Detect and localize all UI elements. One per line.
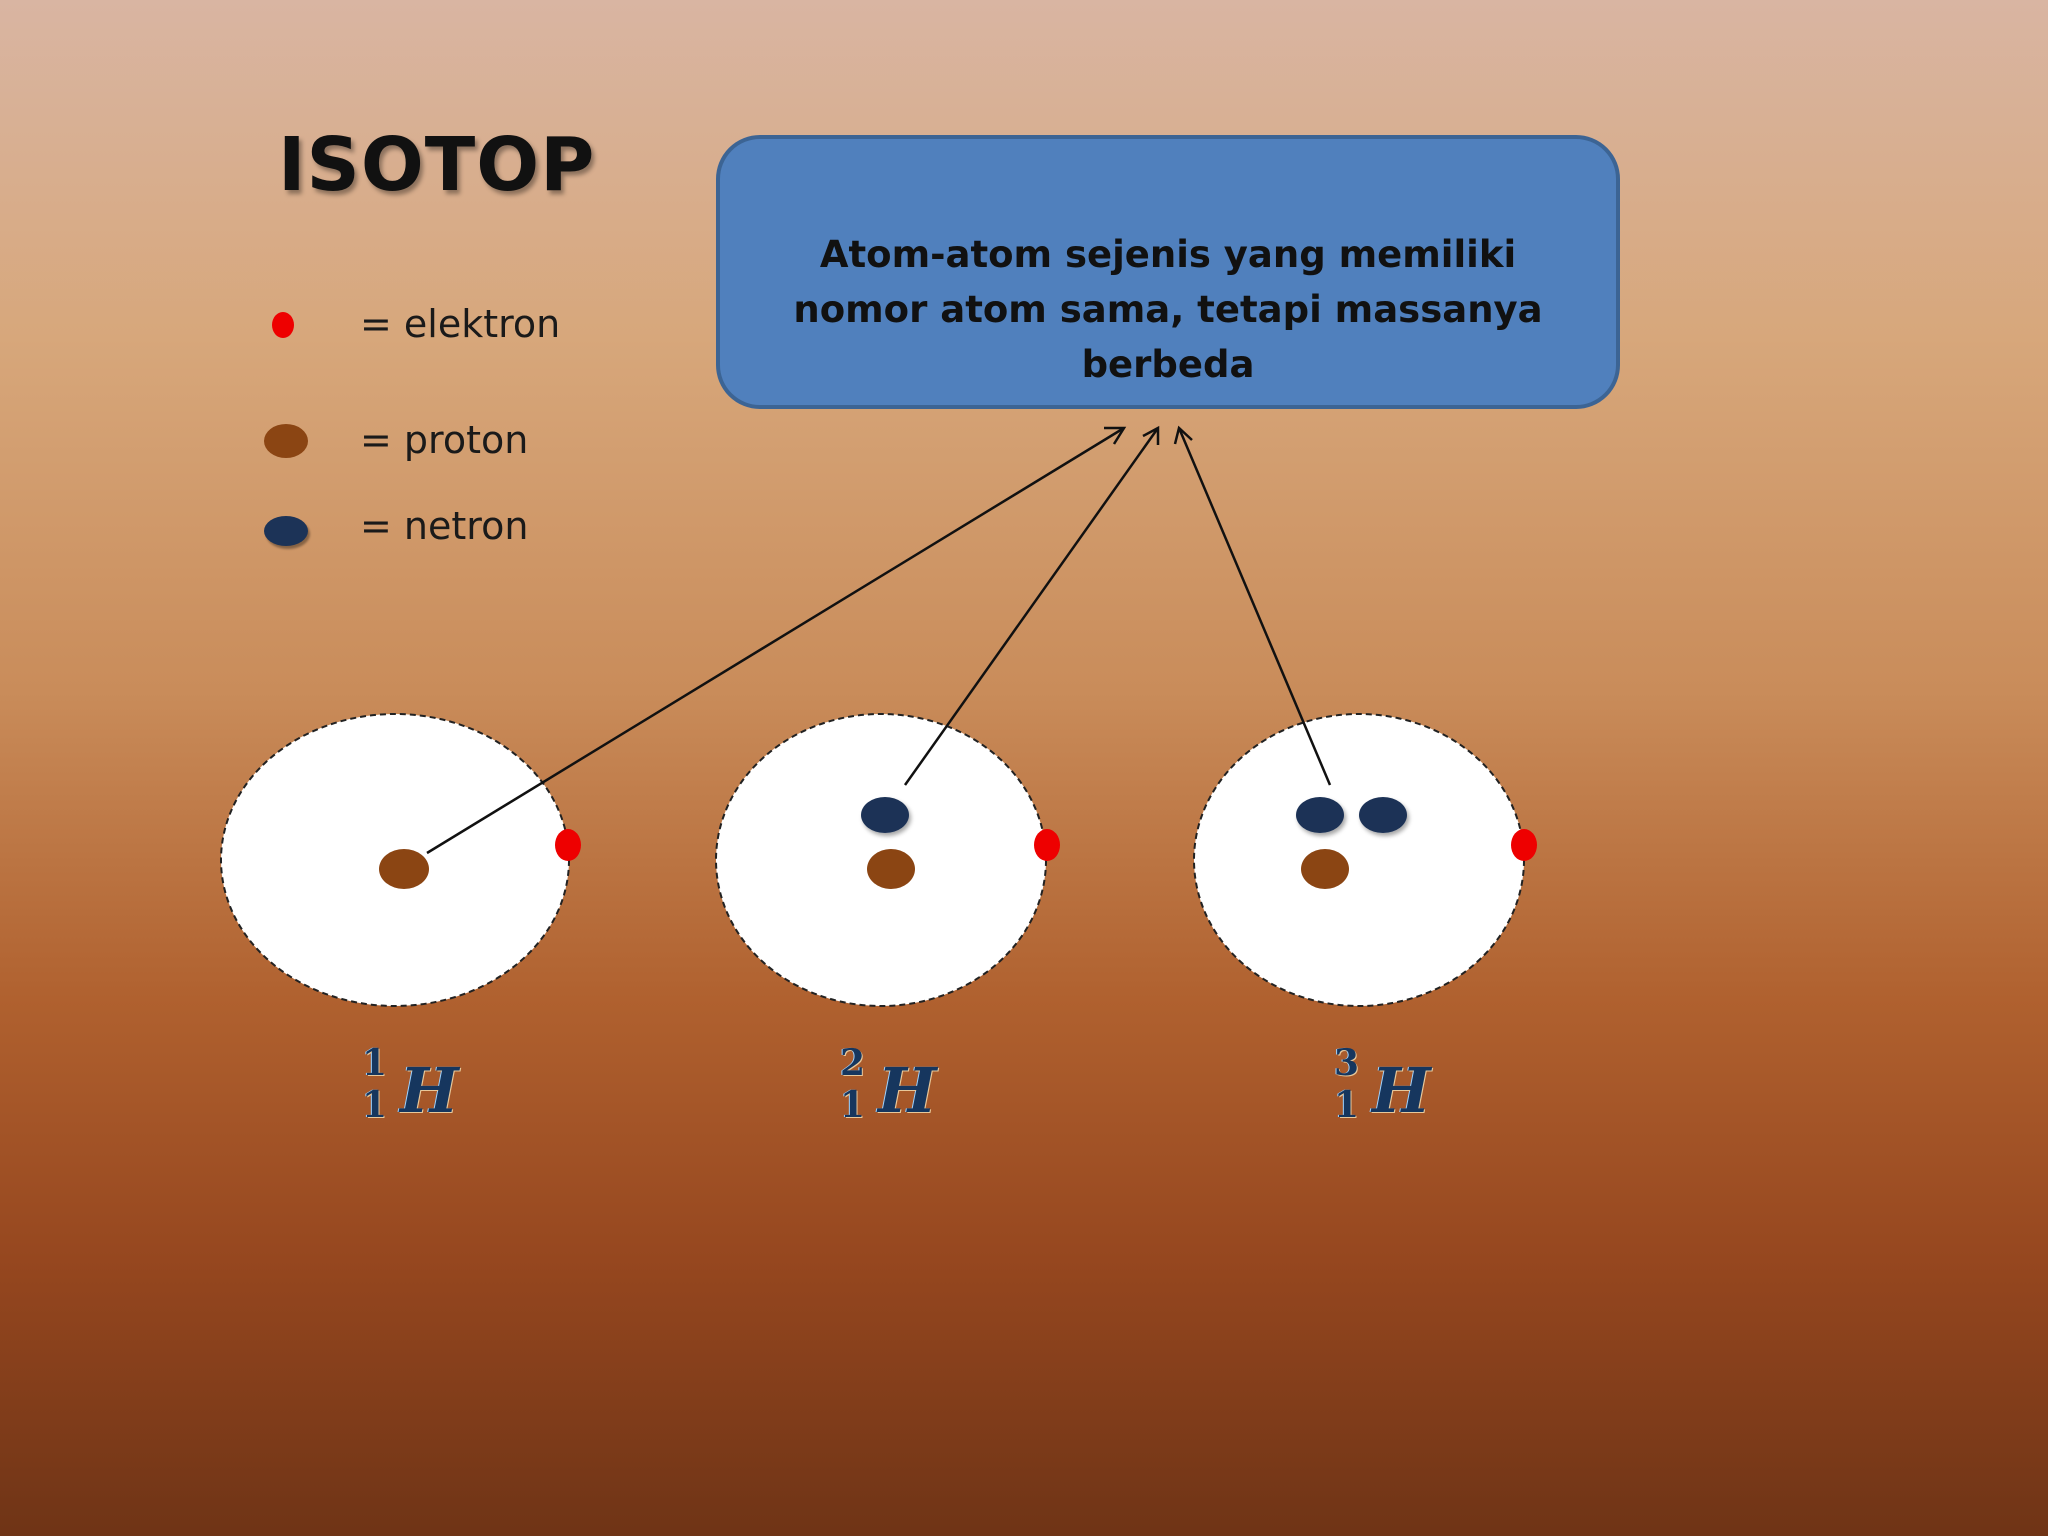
electron (1034, 829, 1060, 861)
atomic-number: 1 (1334, 1084, 1360, 1126)
notation-protium: 1 1 H (362, 1042, 472, 1142)
mass-number: 3 (1334, 1042, 1360, 1084)
atom-tritium (1193, 713, 1537, 1007)
mass-number: 1 (362, 1042, 388, 1084)
neutron (1359, 797, 1407, 833)
arrow-3 (1173, 425, 1332, 786)
electron (555, 829, 581, 861)
proton (379, 849, 429, 889)
definition-text: Atom-atom sejenis yang memiliki nomor at… (793, 233, 1543, 386)
atom-protium (220, 713, 581, 1007)
notation-deuterium: 2 1 H (840, 1042, 950, 1142)
neutron (1296, 797, 1344, 833)
proton-icon (264, 424, 308, 458)
electron-shell (1193, 713, 1525, 1007)
element-symbol: H (1372, 1054, 1431, 1127)
definition-box: Atom-atom sejenis yang memiliki nomor at… (716, 135, 1620, 409)
slide-title: ISOTOP (278, 122, 596, 208)
arrows (426, 425, 1332, 855)
atomic-number: 1 (362, 1084, 388, 1126)
legend-proton: = proton (264, 418, 528, 462)
proton (867, 849, 915, 889)
neutron (861, 797, 909, 833)
mass-number: 2 (840, 1042, 866, 1084)
legend-electron-label: = elektron (360, 302, 561, 346)
atomic-number: 1 (840, 1084, 866, 1126)
legend-neutron: = netron (264, 504, 528, 548)
electron (1511, 829, 1537, 861)
legend-neutron-label: = netron (360, 504, 529, 548)
electron-icon (272, 312, 294, 338)
arrow-2 (903, 425, 1160, 786)
atom-deuterium (715, 713, 1060, 1007)
proton (1301, 849, 1349, 889)
element-symbol: H (400, 1054, 459, 1127)
legend-electron: = elektron (272, 302, 560, 346)
arrow-1 (426, 426, 1127, 855)
legend-proton-label: = proton (360, 418, 529, 462)
neutron-icon (264, 516, 308, 546)
notation-tritium: 3 1 H (1334, 1042, 1444, 1142)
element-symbol: H (878, 1054, 937, 1127)
